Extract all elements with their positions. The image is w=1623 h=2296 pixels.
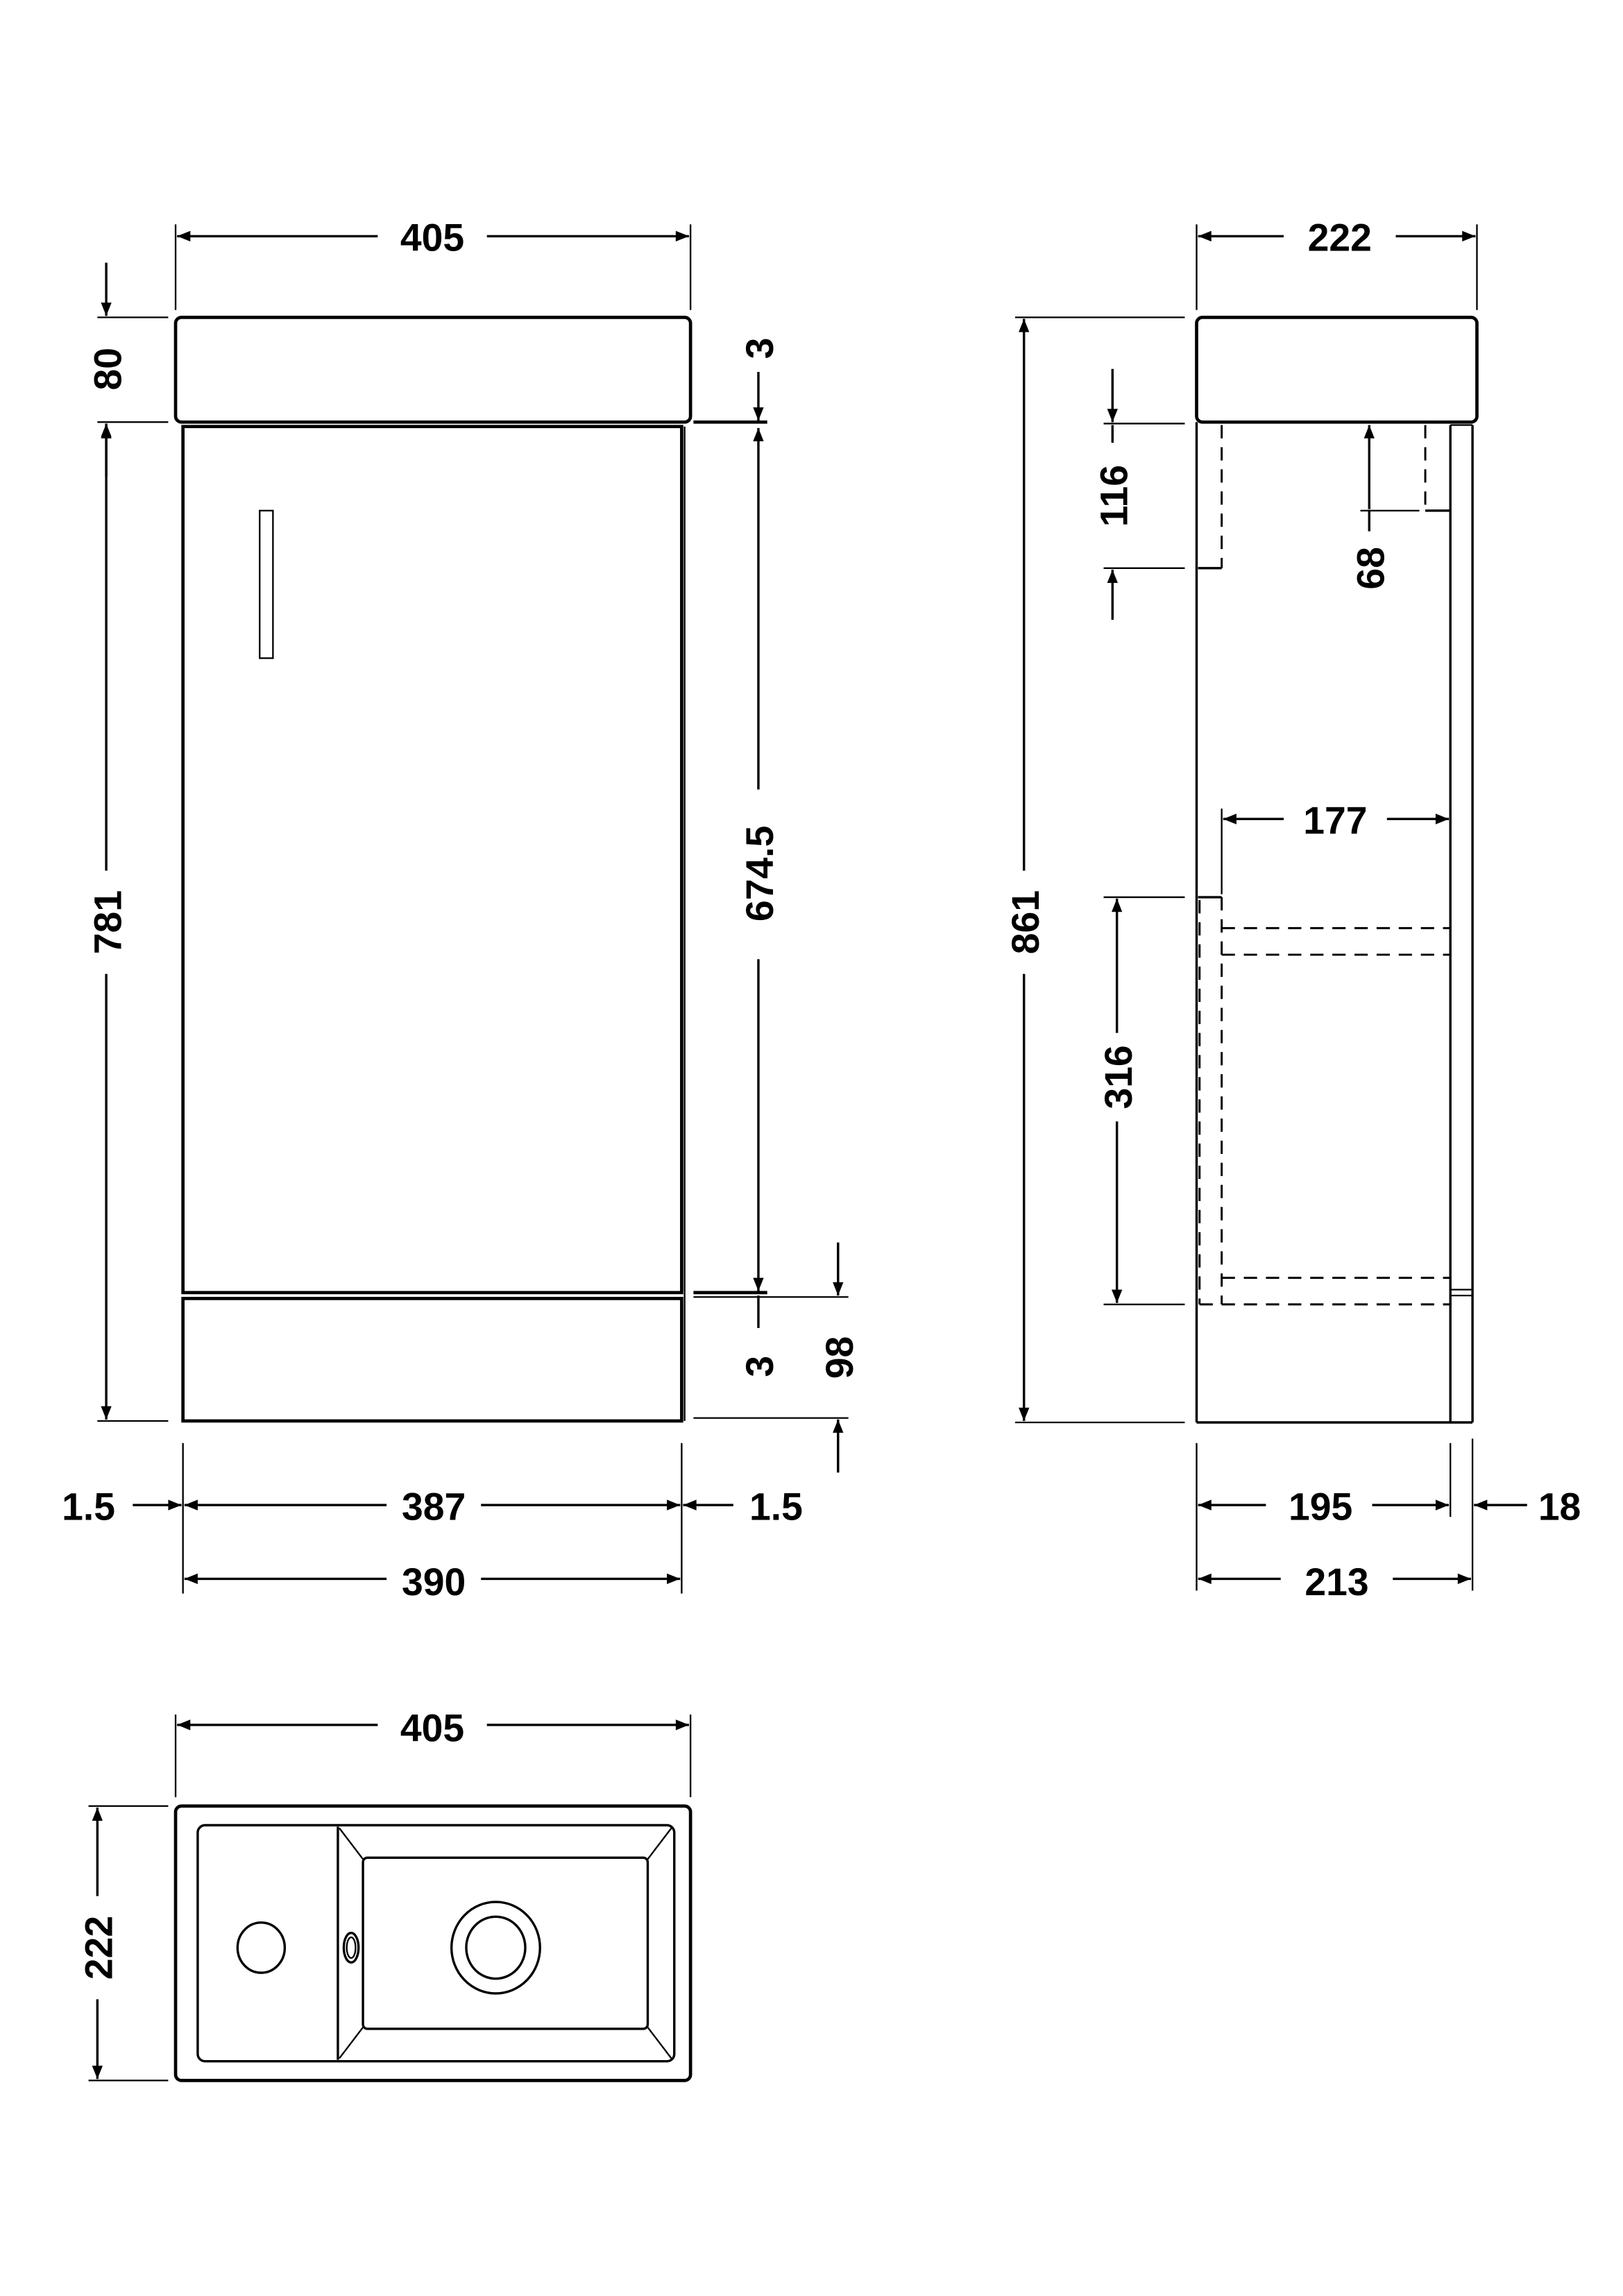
- bowl-floor: [362, 1856, 649, 2030]
- label-68: 68: [1350, 547, 1393, 589]
- label-674-5: 674.5: [738, 826, 781, 921]
- label-405-front: 405: [400, 216, 464, 260]
- dim-lower-cutout-height: 316: [1097, 896, 1185, 1306]
- label-1-5-left: 1.5: [62, 1485, 115, 1528]
- dim-top-overall-width: 405: [174, 1706, 692, 1798]
- waste-outer: [450, 1900, 541, 1995]
- dim-basin-height: 80: [86, 262, 169, 477]
- label-387: 387: [402, 1485, 466, 1528]
- label-1-5-right: 1.5: [749, 1485, 803, 1528]
- label-3-top: 3: [738, 338, 781, 359]
- label-390: 390: [402, 1561, 466, 1604]
- label-177: 177: [1303, 799, 1367, 842]
- label-405-top: 405: [400, 1706, 464, 1749]
- dim-carcass-width: 390: [184, 1561, 681, 1604]
- basin-rim-inner: [196, 1823, 676, 2063]
- label-222-side: 222: [1308, 216, 1372, 260]
- dim-side-overall-height: 861: [1004, 316, 1185, 1424]
- dim-plinth-height: 98: [693, 1242, 861, 1473]
- front-plinth: [181, 1297, 683, 1423]
- dim-rear-cutout-height: 68: [1350, 425, 1420, 590]
- dim-carcass-depth: 195 18: [1196, 1438, 1581, 1591]
- label-3-bottom: 3: [738, 1356, 781, 1377]
- side-view: 222 861 116 68: [1004, 216, 1581, 1604]
- label-316: 316: [1097, 1045, 1140, 1109]
- rear-cutout: [1424, 425, 1451, 512]
- upper-cutout: [1198, 425, 1223, 570]
- dim-top-gap: 3: [693, 338, 781, 424]
- front-basin: [173, 316, 692, 424]
- dim-door-height: 674.5: [738, 427, 781, 1291]
- label-80: 80: [86, 348, 129, 390]
- waste-inner: [465, 1915, 527, 1980]
- tap-hole: [236, 1921, 287, 1974]
- front-view: 405 80 781 3 674.5: [62, 216, 861, 1604]
- dim-total-depth: 213: [1198, 1561, 1471, 1604]
- dim-top-overall-depth: 222: [78, 1805, 169, 2082]
- front-door: [181, 425, 683, 1295]
- dim-shelf-depth: 177: [1221, 799, 1452, 898]
- dim-bottom-gap: 3: [693, 1291, 781, 1377]
- top-view: 405 222: [78, 1706, 692, 2082]
- basin-outline: [173, 1804, 692, 2082]
- dim-front-overall-width: 405: [174, 216, 692, 310]
- overflow: [342, 1932, 360, 1964]
- label-222-top: 222: [78, 1916, 121, 1980]
- label-195: 195: [1289, 1485, 1352, 1528]
- dim-cabinet-height: 781: [86, 425, 169, 1422]
- dim-side-overall-depth: 222: [1196, 216, 1478, 310]
- side-basin: [1195, 316, 1479, 424]
- label-116: 116: [1093, 465, 1136, 527]
- door-handle: [259, 509, 274, 659]
- label-861: 861: [1004, 890, 1047, 954]
- label-18: 18: [1538, 1485, 1581, 1528]
- dim-upper-cutout-height: 116: [1093, 368, 1185, 620]
- label-781: 781: [86, 890, 129, 954]
- label-98: 98: [818, 1336, 861, 1379]
- label-213: 213: [1305, 1561, 1368, 1604]
- dim-door-width: 1.5 387 1.5: [62, 1443, 803, 1594]
- lower-cutout: [1198, 896, 1451, 1306]
